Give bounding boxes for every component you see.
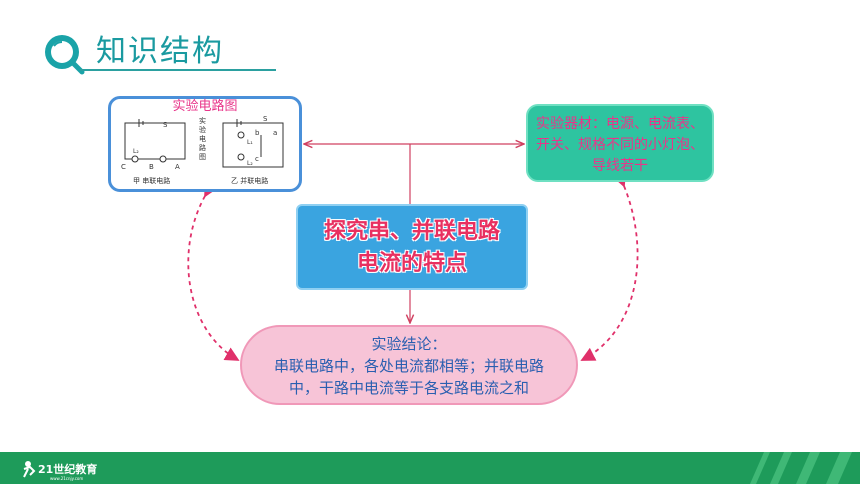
svg-text:图: 图 — [199, 153, 206, 161]
runner-icon — [25, 461, 31, 467]
circuit-diagram-box: 实验电路图 S L₂ C B A 甲 串联电路 实 验 电 路 图 — [108, 96, 302, 192]
series-point-a: A — [175, 163, 180, 171]
svg-text:实: 实 — [199, 116, 206, 125]
series-point-c: C — [121, 163, 126, 171]
page-title: 知识结构 — [96, 34, 224, 69]
logo-subtext: www.21cnjy.com — [50, 476, 83, 481]
parallel-caption: 乙 并联电路 — [231, 176, 268, 185]
conclusion-line-1: 串联电路中，各处电流都相等；并联电路 — [273, 357, 544, 375]
topic-line-2: 电流的特点 — [356, 251, 467, 276]
solid-connectors — [304, 144, 524, 323]
conclusion-heading: 实验结论： — [371, 335, 447, 353]
circuit-diagrams: S L₂ C B A 甲 串联电路 实 验 电 路 图 S L₁ L₂ b a … — [121, 115, 284, 185]
lamp-l1 — [131, 155, 139, 163]
footer-bar — [0, 452, 860, 484]
parallel-point-b: b — [255, 129, 260, 137]
parallel-circuit — [222, 119, 284, 168]
circuit-box-title: 实验电路图 — [172, 99, 238, 114]
series-caption: 甲 串联电路 — [133, 176, 170, 185]
brand-logo: 21世纪教育 www.21cnjy.com — [23, 461, 97, 481]
svg-text:电: 电 — [199, 134, 206, 143]
topic-text: 探究串、并联电路 电流的特点 — [298, 216, 526, 280]
conclusion-text: 实验结论： 串联电路中，各处电流都相等；并联电路 中，干路中电流等于各支路电流之… — [242, 333, 576, 399]
topic-line-1: 探究串、并联电路 — [323, 219, 500, 244]
parallel-lamp2-label: L₂ — [247, 160, 253, 167]
parallel-lamp1-label: L₁ — [247, 139, 253, 146]
series-circuit — [124, 119, 186, 163]
materials-box: 实验器材：电源、电流表、开关、规格不同的小灯泡、导线若干 — [526, 104, 714, 182]
svg-text:路: 路 — [199, 143, 206, 152]
series-point-b: B — [149, 163, 154, 171]
logo-text: 21世纪教育 — [38, 462, 97, 476]
series-switch-label: S — [163, 121, 168, 129]
lamp-l2 — [159, 155, 167, 163]
dashed-arrow-left — [187, 181, 240, 361]
lamp-l1 — [237, 131, 245, 139]
parallel-switch-label: S — [263, 115, 268, 123]
side-label: 实 验 电 路 图 — [199, 116, 206, 161]
conclusion-box: 实验结论： 串联电路中，各处电流都相等；并联电路 中，干路中电流等于各支路电流之… — [240, 325, 578, 405]
title-underline — [80, 69, 276, 71]
dashed-arrow-right — [580, 171, 639, 361]
series-lamp1-label: L₂ — [133, 148, 139, 155]
svg-text:验: 验 — [199, 125, 206, 134]
topic-box: 探究串、并联电路 电流的特点 — [296, 204, 528, 290]
dashed-connectors — [187, 171, 639, 361]
lamp-l2 — [237, 153, 245, 161]
materials-text: 实验器材：电源、电流表、开关、规格不同的小灯泡、导线若干 — [536, 116, 704, 174]
parallel-point-a: a — [273, 129, 277, 137]
conclusion-line-2: 中，干路中电流等于各支路电流之和 — [288, 379, 529, 397]
footer-stripes — [750, 452, 852, 484]
parallel-point-c: c — [255, 155, 259, 163]
